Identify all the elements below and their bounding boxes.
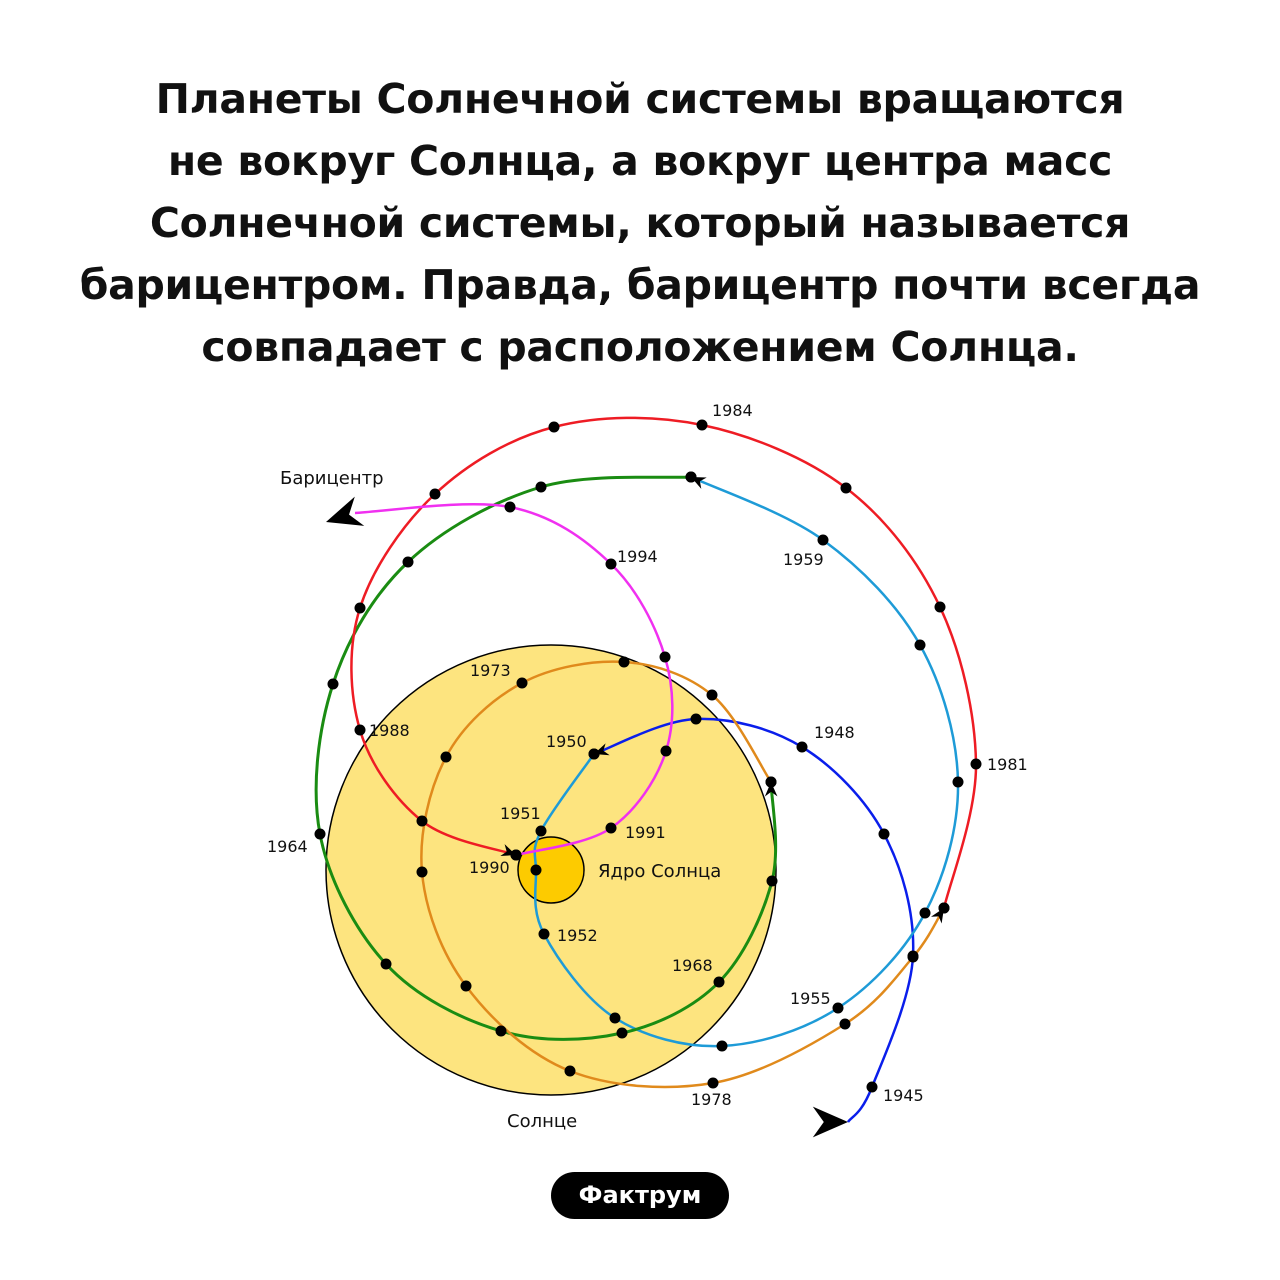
headline-line: совпадает с расположением Солнца. bbox=[201, 323, 1079, 371]
year-dot bbox=[817, 534, 829, 546]
headline-line: барицентром. Правда, барицентр почти все… bbox=[79, 261, 1201, 309]
year-label: 1955 bbox=[790, 989, 831, 1008]
year-dot bbox=[416, 866, 428, 878]
year-dot bbox=[416, 815, 428, 827]
year-dot bbox=[660, 745, 672, 757]
year-dot bbox=[766, 875, 778, 887]
year-dot bbox=[440, 751, 452, 763]
year-dot bbox=[907, 951, 919, 963]
barycenter-arrow-icon bbox=[326, 496, 365, 526]
year-dot bbox=[609, 1012, 621, 1024]
year-label: 1981 bbox=[987, 755, 1028, 774]
year-label: 1968 bbox=[672, 956, 713, 975]
year-label: 1990 bbox=[469, 858, 510, 877]
year-dot bbox=[919, 907, 931, 919]
headline-line: Солнечной системы, который называется bbox=[149, 199, 1131, 247]
year-label: 1959 bbox=[783, 550, 824, 569]
year-dot bbox=[934, 601, 946, 613]
year-label: 1978 bbox=[691, 1090, 732, 1109]
year-dot bbox=[605, 558, 617, 570]
year-dot bbox=[548, 421, 560, 433]
year-label: 1964 bbox=[267, 837, 308, 856]
year-dot bbox=[504, 501, 516, 513]
year-dot bbox=[659, 651, 671, 663]
sun-label: Солнце bbox=[507, 1111, 577, 1132]
year-label: 1984 bbox=[712, 401, 753, 420]
year-label: 1945 bbox=[883, 1086, 924, 1105]
year-dot bbox=[538, 928, 550, 940]
year-dot bbox=[354, 602, 366, 614]
year-dot bbox=[380, 958, 392, 970]
year-dot bbox=[429, 488, 441, 500]
sun-core-label: Ядро Солнца bbox=[598, 861, 721, 882]
year-dot bbox=[516, 677, 528, 689]
headline: Планеты Солнечной системы вращаются не в… bbox=[0, 68, 1280, 378]
year-dot bbox=[952, 776, 964, 788]
barycenter-label: Барицентр bbox=[280, 468, 384, 489]
year-label: 1952 bbox=[557, 926, 598, 945]
year-dot bbox=[354, 724, 366, 736]
year-dot bbox=[796, 741, 808, 753]
year-dot bbox=[564, 1065, 576, 1077]
year-dot bbox=[914, 639, 926, 651]
year-label: 1951 bbox=[500, 804, 541, 823]
headline-line: Планеты Солнечной системы вращаются bbox=[155, 75, 1125, 123]
year-dot bbox=[616, 1027, 628, 1039]
year-dot bbox=[618, 656, 630, 668]
year-label: 1994 bbox=[617, 547, 658, 566]
direction-arrow-icon bbox=[500, 844, 516, 857]
year-dot bbox=[878, 828, 890, 840]
start-arrow-icon bbox=[812, 1106, 848, 1138]
faktrum-logo: Фактрум bbox=[551, 1172, 729, 1219]
year-dot bbox=[690, 713, 702, 725]
year-dot bbox=[535, 481, 547, 493]
year-label: 1948 bbox=[814, 723, 855, 742]
year-dot bbox=[314, 828, 326, 840]
year-dot bbox=[839, 1018, 851, 1030]
year-dot bbox=[707, 1077, 719, 1089]
orbit-path-1981-1990 bbox=[350, 416, 978, 909]
direction-arrow-icon bbox=[930, 908, 944, 924]
direction-arrow-icon bbox=[764, 782, 778, 797]
year-dot bbox=[530, 864, 542, 876]
year-dot bbox=[866, 1081, 878, 1093]
year-dot bbox=[716, 1040, 728, 1052]
year-dot bbox=[832, 1002, 844, 1014]
year-dot bbox=[840, 482, 852, 494]
direction-arrow-icon bbox=[594, 743, 610, 756]
year-dot bbox=[605, 822, 617, 834]
year-dot bbox=[696, 419, 708, 431]
headline-line: не вокруг Солнца, а вокруг центра масс bbox=[167, 137, 1113, 185]
year-dot bbox=[970, 758, 982, 770]
year-dot bbox=[460, 980, 472, 992]
orbit-path-1959-1968 bbox=[314, 475, 778, 1041]
year-dot bbox=[402, 556, 414, 568]
year-dot bbox=[495, 1025, 507, 1037]
direction-arrow-icon bbox=[691, 477, 707, 489]
year-dot bbox=[713, 976, 725, 988]
year-dot bbox=[535, 825, 547, 837]
year-dot bbox=[706, 689, 718, 701]
year-label: 1991 bbox=[625, 823, 666, 842]
year-label: 1988 bbox=[369, 721, 410, 740]
year-dot bbox=[327, 678, 339, 690]
year-label: 1973 bbox=[470, 661, 511, 680]
year-label: 1950 bbox=[546, 732, 587, 751]
